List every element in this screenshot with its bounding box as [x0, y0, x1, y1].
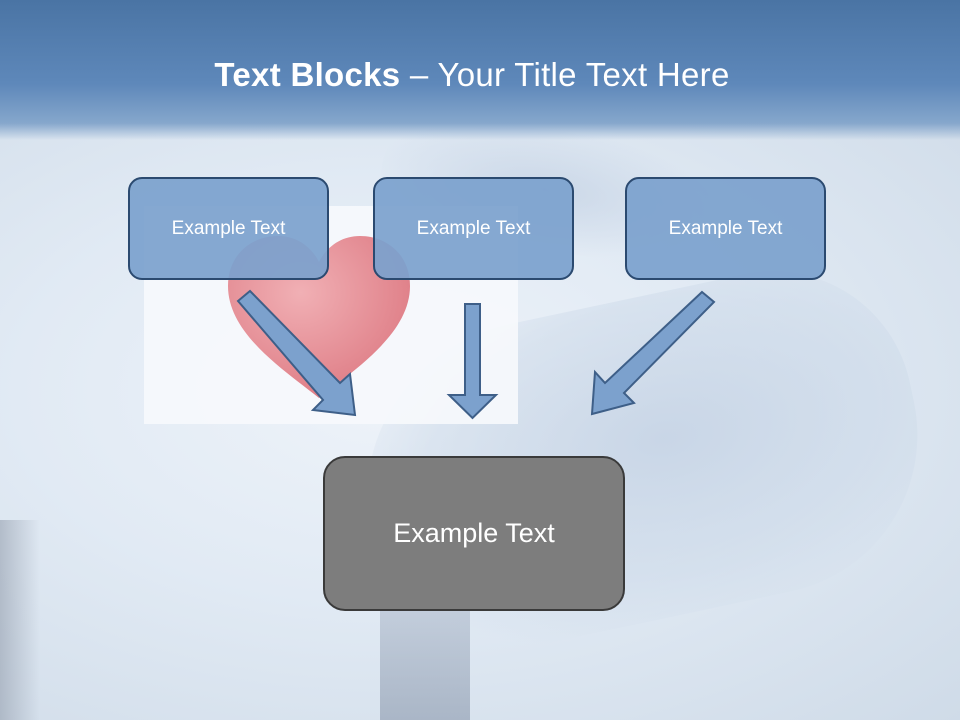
text-block-main[interactable]: Example Text: [323, 456, 625, 611]
background-shadow: [0, 520, 40, 720]
text-block-left-label: Example Text: [171, 217, 286, 239]
title-rest: Your Title Text Here: [437, 56, 730, 93]
text-block-right-label: Example Text: [668, 217, 783, 239]
text-block-center-label: Example Text: [416, 217, 531, 239]
title-separator: –: [400, 56, 438, 93]
title-bar: Text Blocks – Your Title Text Here: [0, 0, 960, 140]
arrow-center-down: [446, 303, 499, 420]
page-title: Text Blocks – Your Title Text Here: [0, 54, 944, 96]
text-block-left[interactable]: Example Text: [128, 177, 329, 280]
text-block-main-label: Example Text: [393, 518, 555, 548]
arrow-left-diagonal: [236, 289, 357, 417]
title-bold: Text Blocks: [214, 56, 401, 93]
text-block-right[interactable]: Example Text: [625, 177, 826, 280]
background-tie: [380, 600, 470, 720]
text-block-center[interactable]: Example Text: [373, 177, 574, 280]
arrow-right-diagonal: [590, 290, 716, 416]
